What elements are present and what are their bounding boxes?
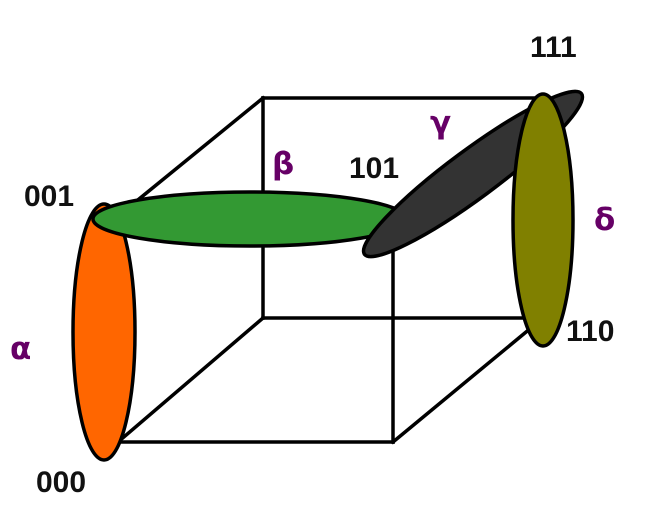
edge-depth-bottom-left — [115, 315, 266, 445]
delta-label: δ — [594, 202, 615, 238]
vertex-label-001: 001 — [24, 180, 74, 213]
vertex-label-110: 110 — [566, 315, 614, 348]
alpha-label: α — [10, 331, 31, 367]
beta-label: β — [272, 146, 294, 182]
delta-region — [511, 92, 575, 348]
cube-edges — [115, 95, 546, 445]
vertex-label-111: 111 — [530, 31, 577, 64]
gamma-label: γ — [430, 105, 451, 141]
edge-depth-bottom-right — [390, 315, 546, 445]
alpha-region — [71, 202, 137, 462]
beta-region — [91, 190, 409, 248]
vertex-label-000: 000 — [36, 466, 86, 499]
vertex-label-101: 101 — [349, 152, 399, 185]
edge-depth-top-left — [125, 95, 266, 211]
